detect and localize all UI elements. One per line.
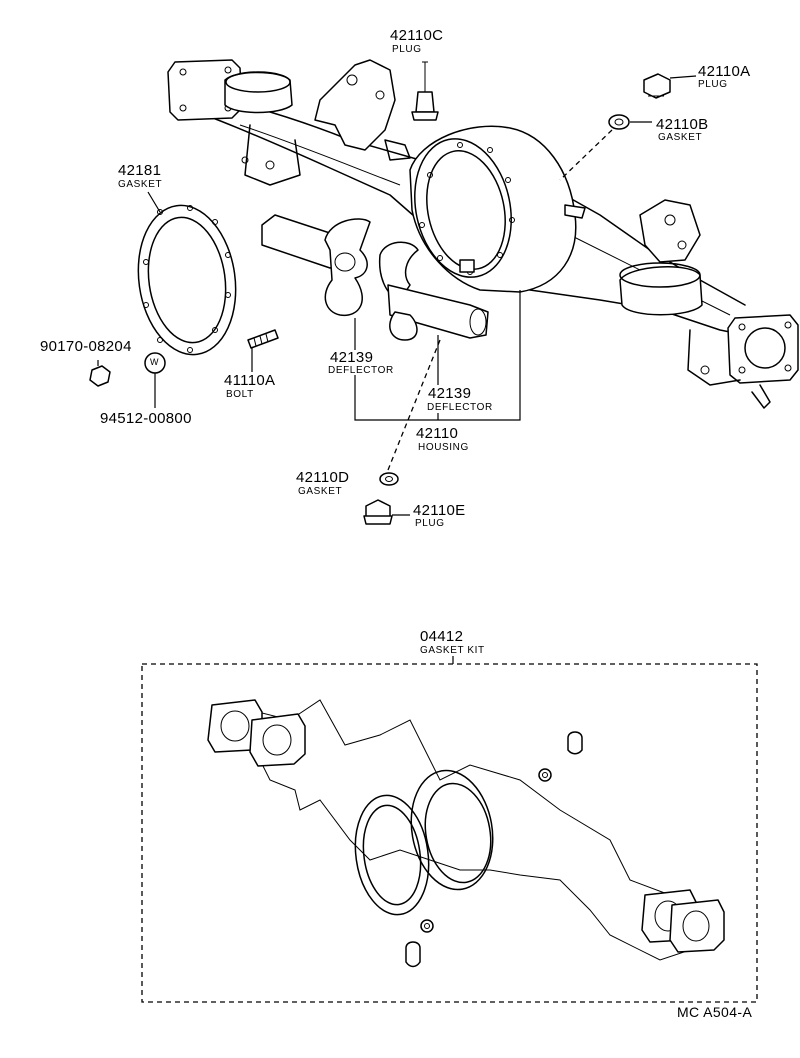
label-04412-desc: GASKET KIT [420,645,485,656]
label-42110a-num: 42110A [698,63,751,80]
label-41110a-num: 41110A [224,372,276,389]
vent-plug-42110c [411,61,439,121]
deflector-42139-right [378,241,489,385]
bolt-41110a [247,329,279,372]
label-42139-left-num: 42139 [330,349,374,366]
housing-callout-bracket [354,290,521,471]
label-42110b-desc: GASKET [658,132,703,143]
label-42110-num: 42110 [416,425,459,442]
label-94512-00800: 94512-00800 [100,410,192,427]
label-42110e-desc: PLUG [415,518,445,529]
deflector-42139-left [261,214,371,350]
label-42139-left-desc: DEFLECTOR [328,365,394,376]
label-42181-desc: GASKET [118,179,163,190]
label-42110c-num: 42110C [390,27,444,44]
label-42110a-desc: PLUG [698,79,728,90]
plug-42110e [363,499,410,525]
figure-code: MC A504-A [677,1004,753,1020]
label-42110-desc: HOUSING [418,442,469,453]
axle-housing [167,59,799,409]
label-42110c-desc: PLUG [392,44,422,55]
label-42110b-num: 42110B [656,116,709,133]
gasket-kit-box [141,656,758,1003]
label-42139-right-desc: DEFLECTOR [427,402,493,413]
label-42181-num: 42181 [118,162,162,179]
label-42110d-num: 42110D [296,469,350,486]
gasket-42110d [379,472,399,486]
gasket-42110b [559,114,652,181]
label-42110d-desc: GASKET [298,486,343,497]
washer-mark: W [150,357,159,367]
plug-42110a [643,73,697,99]
washer-94512-00800 [144,352,166,408]
label-04412-num: 04412 [420,628,464,645]
gasket-kit-housing-outline [207,699,725,968]
gasket-42181 [137,191,237,356]
label-90170-08204: 90170-08204 [40,338,132,355]
label-42139-right-num: 42139 [428,385,472,402]
nut-90170-08204 [89,360,111,387]
label-41110a-desc: BOLT [226,389,254,400]
label-42110e-num: 42110E [413,502,466,519]
